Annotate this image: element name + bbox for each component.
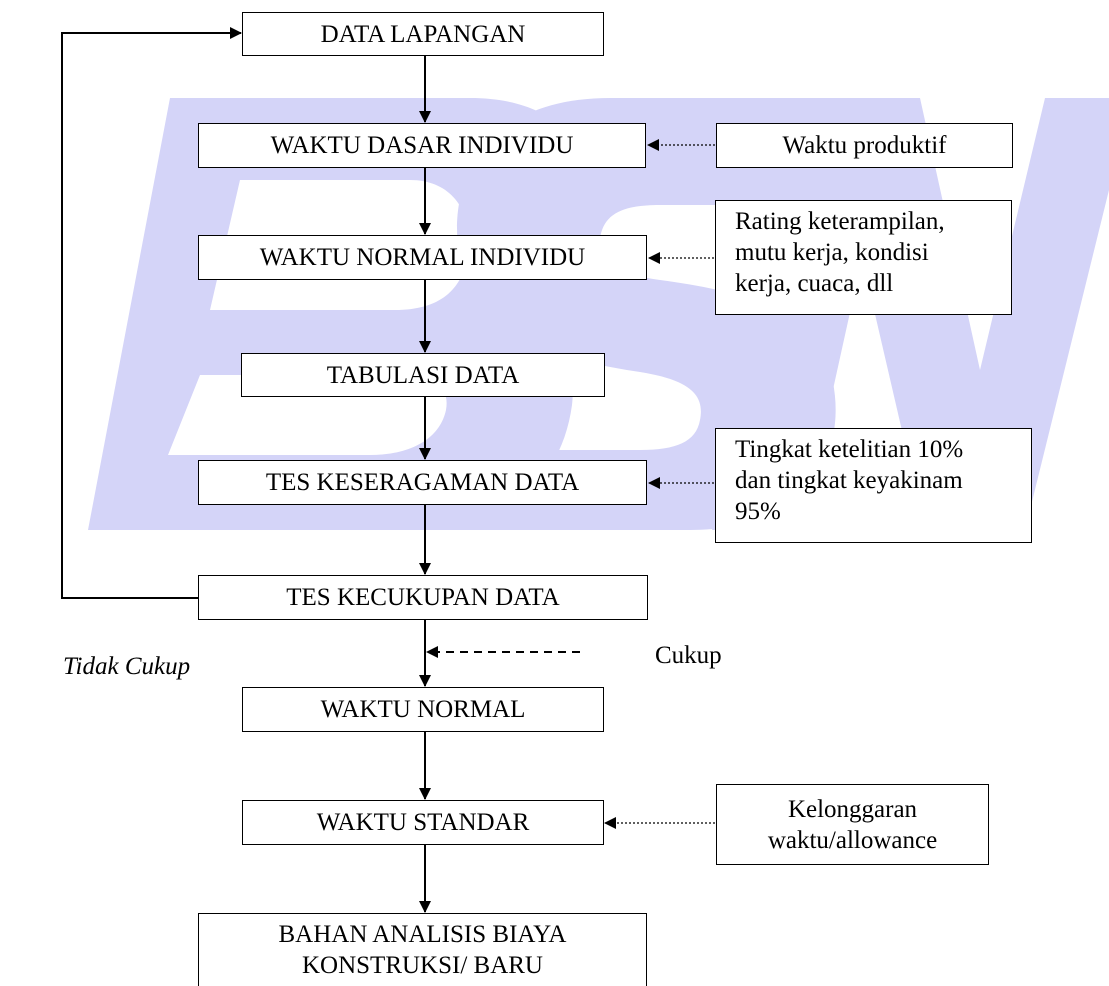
label-tidak-cukup: Tidak Cukup <box>63 653 191 680</box>
rating-line-2: mutu kerja, kondisi <box>735 239 929 266</box>
box-data-lapangan: DATA LAPANGAN <box>242 12 604 56</box>
box-tes-keseragaman-data: TES KESERAGAMAN DATA <box>198 460 647 505</box>
tingkat-line-3: 95% <box>735 498 781 525</box>
label-cukup: Cukup <box>655 642 722 669</box>
watermark-letter-s <box>395 98 836 530</box>
kelonggaran-line-2: waktu/allowance <box>767 826 938 854</box>
kelonggaran-line-1: Kelonggaran <box>787 795 918 823</box>
box-bahan-analisis: BAHAN ANALISIS BIAYA KONSTRUKSI/ BARU <box>198 913 647 986</box>
bahan-analisis-line-1: BAHAN ANALISIS BIAYA <box>278 921 567 948</box>
box-kelonggaran: Kelonggaran waktu/allowance <box>716 784 989 865</box>
box-tingkat-ketelitian: Tingkat ketelitian 10% dan tingkat keyak… <box>715 428 1032 543</box>
box-waktu-standar: WAKTU STANDAR <box>242 800 604 845</box>
tingkat-line-2: dan tingkat keyakinam <box>735 467 963 494</box>
box-waktu-normal: WAKTU NORMAL <box>242 687 604 732</box>
box-tabulasi-data: TABULASI DATA <box>241 353 605 397</box>
tingkat-line-1: Tingkat ketelitian 10% <box>735 436 964 463</box>
bahan-analisis-line-2: KONSTRUKSI/ BARU <box>301 952 543 979</box>
rating-line-1: Rating keterampilan, <box>735 208 945 235</box>
rating-line-3: kerja, cuaca, dll <box>735 270 894 297</box>
box-waktu-normal-individu: WAKTU NORMAL INDIVIDU <box>198 235 647 280</box>
box-waktu-produktif: Waktu produktif <box>716 123 1013 168</box>
box-tes-kecukupan-data: TES KECUKUPAN DATA <box>198 575 648 620</box>
box-waktu-dasar-individu: WAKTU DASAR INDIVIDU <box>198 123 646 168</box>
box-rating: Rating keterampilan, mutu kerja, kondisi… <box>715 200 1012 315</box>
